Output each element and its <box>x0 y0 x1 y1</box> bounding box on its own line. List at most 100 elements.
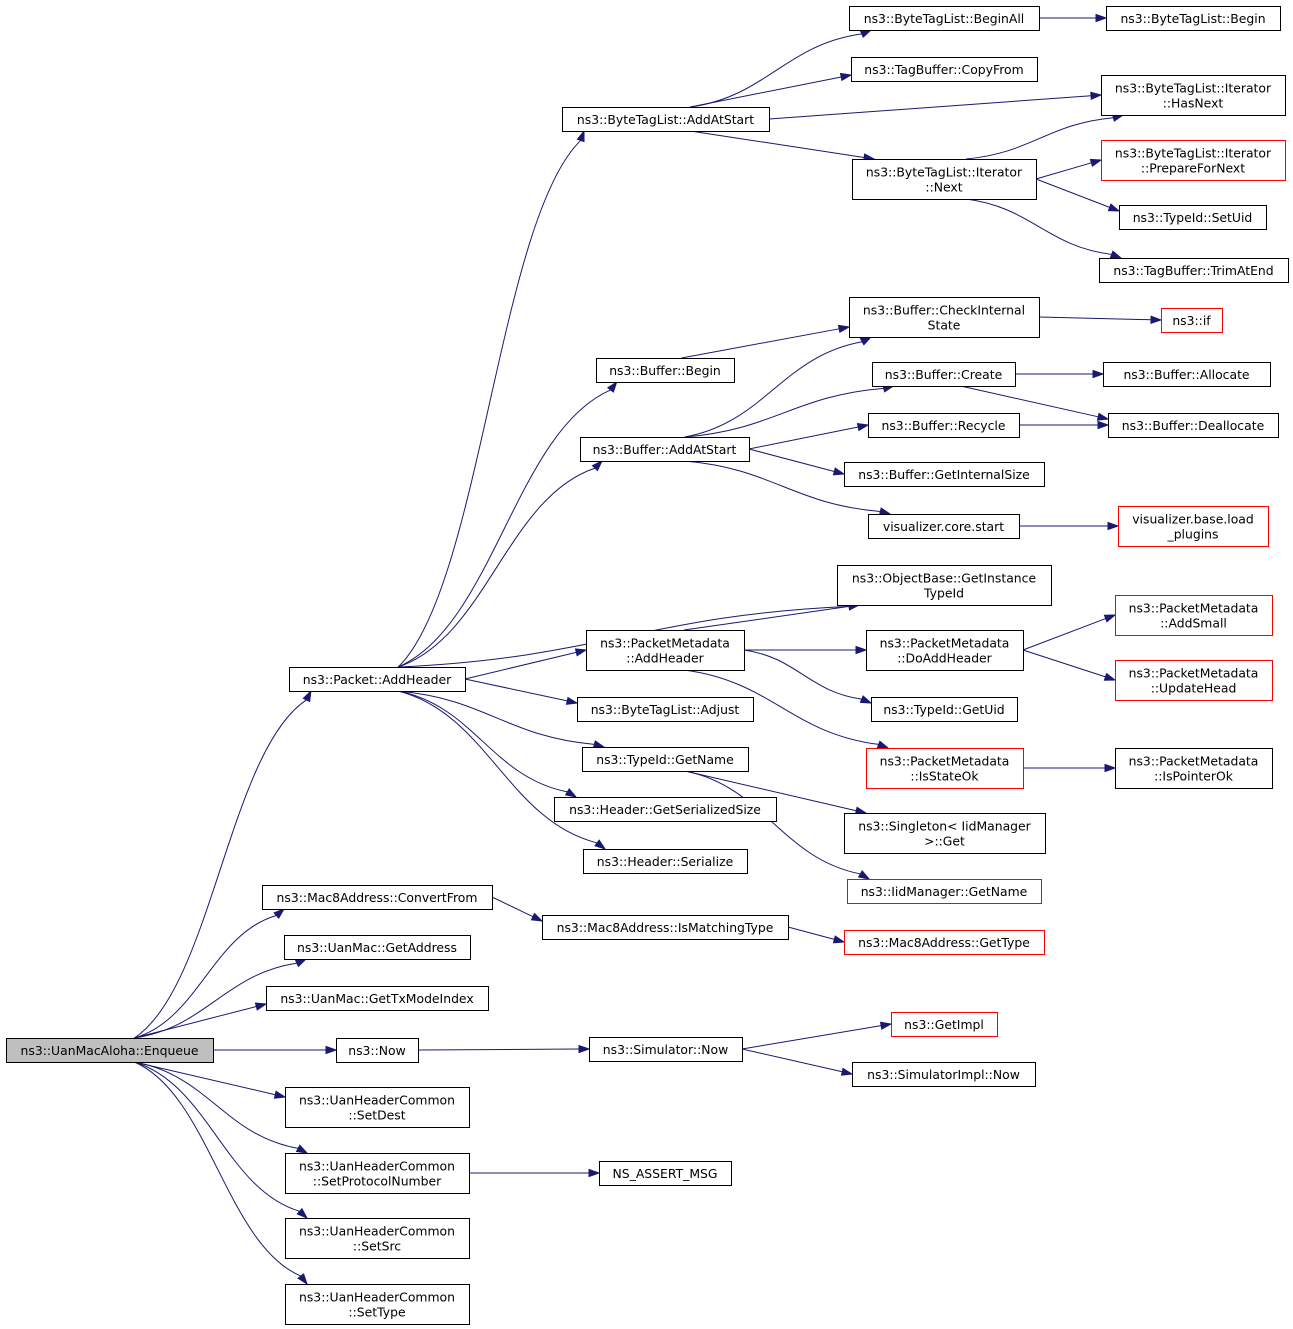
node-label: >::Get <box>924 834 965 849</box>
node-setproto[interactable]: ns3::UanHeaderCommon::SetProtocolNumber <box>285 1153 470 1194</box>
node-box <box>285 1218 470 1259</box>
node-btl-addatstart[interactable]: ns3::ByteTagList::AddAtStart <box>562 107 770 132</box>
arrowhead <box>296 1207 309 1220</box>
node-btl-it-hasnext[interactable]: ns3::ByteTagList::Iterator::HasNext <box>1101 75 1286 116</box>
node-box <box>1099 258 1289 283</box>
node-box <box>866 630 1024 671</box>
arrowhead <box>1092 369 1105 379</box>
node-label: ns3::ByteTagList::Iterator <box>1115 81 1272 96</box>
node-label: ns3::IidManager::GetName <box>861 884 1028 899</box>
node-enqueue[interactable]: ns3::UanMacAloha::Enqueue <box>6 1038 214 1063</box>
node-label: ns3::if <box>1172 313 1211 328</box>
edge-convertfrom-to-mac8-ismatching <box>491 896 534 918</box>
node-label: ns3::UanMac::GetTxModeIndex <box>280 991 473 1006</box>
node-box <box>1115 748 1273 789</box>
node-btl-it-next[interactable]: ns3::ByteTagList::Iterator::Next <box>852 159 1037 200</box>
node-hdr-getsize[interactable]: ns3::Header::GetSerializedSize <box>554 797 777 822</box>
node-label: ns3::Buffer::Allocate <box>1123 367 1249 382</box>
edge-btl-addatstart-to-tb-copyfrom <box>690 76 842 108</box>
node-setsrc[interactable]: ns3::UanHeaderCommon::SetSrc <box>285 1218 470 1259</box>
node-btl-beginall[interactable]: ns3::ByteTagList::BeginAll <box>849 6 1040 31</box>
node-buf-recycle[interactable]: ns3::Buffer::Recycle <box>868 413 1020 438</box>
node-settype[interactable]: ns3::UanHeaderCommon::SetType <box>285 1284 470 1325</box>
edge-pm-addheader-to-pm-isstateok <box>683 669 879 745</box>
node-label: ns3::UanHeaderCommon <box>299 1093 455 1108</box>
node-typeid-setuid[interactable]: ns3::TypeId::SetUid <box>1119 205 1267 230</box>
edge-now-to-sim-now <box>417 1048 580 1051</box>
edge-btl-addatstart-to-btl-it-next <box>690 130 865 158</box>
edge-btl-it-next-to-typeid-setuid <box>1035 178 1110 208</box>
arrowhead <box>856 422 870 432</box>
node-label: visualizer.base.load <box>1132 512 1254 527</box>
node-addheader[interactable]: ns3::Packet::AddHeader <box>289 667 466 692</box>
node-box <box>849 6 1040 31</box>
node-buf-getinternalsize[interactable]: ns3::Buffer::GetInternalSize <box>844 462 1045 487</box>
node-pm-updatehead[interactable]: ns3::PacketMetadata::UpdateHead <box>1115 660 1273 701</box>
arrowhead <box>1104 763 1117 773</box>
node-box <box>580 437 750 462</box>
node-label: ns3::Buffer::Deallocate <box>1122 418 1264 433</box>
edge-addheader-to-btl-adjust <box>464 678 568 702</box>
arrowhead <box>878 507 892 516</box>
node-btl-adjust[interactable]: ns3::ByteTagList::Adjust <box>577 697 754 722</box>
arrowhead <box>879 1021 893 1030</box>
node-assert-msg[interactable]: NS_ASSERT_MSG <box>599 1161 732 1186</box>
node-label: ns3::Buffer::AddAtStart <box>593 442 737 457</box>
node-box <box>586 630 745 671</box>
node-singleton-get[interactable]: ns3::Singleton< IidManager>::Get <box>844 813 1046 854</box>
node-label: visualizer.core.start <box>883 519 1004 534</box>
node-buf-begin[interactable]: ns3::Buffer::Begin <box>596 358 735 383</box>
node-mac8-ismatching[interactable]: ns3::Mac8Address::IsMatchingType <box>542 915 789 940</box>
node-convertfrom[interactable]: ns3::Mac8Address::ConvertFrom <box>262 885 493 910</box>
node-label: ns3::Simulator::Now <box>603 1042 728 1057</box>
edge-btl-it-next-to-btl-it-hasnext <box>966 117 1114 160</box>
node-getaddress[interactable]: ns3::UanMac::GetAddress <box>284 935 471 960</box>
node-label: ns3::Buffer::CheckInternal <box>863 303 1025 318</box>
node-iid-getname[interactable]: ns3::IidManager::GetName <box>847 879 1042 904</box>
arrowhead <box>839 72 853 82</box>
edge-enqueue-to-setsrc <box>134 1061 300 1212</box>
node-box <box>1101 75 1286 116</box>
node-tb-copyfrom[interactable]: ns3::TagBuffer::CopyFrom <box>851 57 1038 82</box>
node-btl-it-preparefornext[interactable]: ns3::ByteTagList::Iterator::PrepareForNe… <box>1101 140 1286 181</box>
node-buf-allocate[interactable]: ns3::Buffer::Allocate <box>1103 362 1271 387</box>
node-buf-addatstart[interactable]: ns3::Buffer::AddAtStart <box>580 437 750 462</box>
node-if[interactable]: ns3::if <box>1161 308 1223 333</box>
arrowhead <box>876 740 890 749</box>
node-btl-begin[interactable]: ns3::ByteTagList::Begin <box>1106 6 1281 31</box>
node-getimpl[interactable]: ns3::GetImpl <box>891 1012 998 1037</box>
node-buf-create[interactable]: ns3::Buffer::Create <box>872 362 1016 387</box>
node-gettxmode[interactable]: ns3::UanMac::GetTxModeIndex <box>266 986 489 1011</box>
node-sim-now[interactable]: ns3::Simulator::Now <box>589 1037 743 1062</box>
arrowhead <box>857 870 871 880</box>
node-label: ns3::PacketMetadata <box>880 636 1010 651</box>
edge-typeid-getname-to-singleton-get <box>684 770 857 812</box>
node-pm-isstateok[interactable]: ns3::PacketMetadata::IsStateOk <box>866 748 1024 789</box>
node-buf-deallocate[interactable]: ns3::Buffer::Deallocate <box>1108 413 1279 438</box>
node-setdest[interactable]: ns3::UanHeaderCommon::SetDest <box>285 1087 470 1128</box>
arrowhead <box>325 1045 338 1055</box>
node-typeid-getuid[interactable]: ns3::TypeId::GetUid <box>871 697 1018 722</box>
node-pm-ispointerok[interactable]: ns3::PacketMetadata::IsPointerOk <box>1115 748 1273 789</box>
node-tb-trimatend[interactable]: ns3::TagBuffer::TrimAtEnd <box>1099 258 1289 283</box>
edge-mac8-ismatching-to-mac8-gettype <box>787 926 835 940</box>
node-pm-doaddheader[interactable]: ns3::PacketMetadata::DoAddHeader <box>866 630 1024 671</box>
node-label: ns3::GetImpl <box>904 1017 984 1032</box>
node-pm-addheader[interactable]: ns3::PacketMetadata::AddHeader <box>586 630 745 671</box>
node-label: ns3::PacketMetadata <box>1129 601 1259 616</box>
node-box <box>872 362 1016 387</box>
node-viz-start[interactable]: visualizer.core.start <box>868 514 1020 539</box>
node-simimpl-now[interactable]: ns3::SimulatorImpl::Now <box>852 1062 1036 1087</box>
node-pm-addsmall[interactable]: ns3::PacketMetadata::AddSmall <box>1115 595 1273 636</box>
node-now[interactable]: ns3::Now <box>336 1038 419 1063</box>
node-label: ns3::Mac8Address::IsMatchingType <box>557 920 774 935</box>
arrowhead <box>832 935 846 944</box>
node-typeid-getname[interactable]: ns3::TypeId::GetName <box>582 747 749 772</box>
node-viz-loadplugins[interactable]: visualizer.base.load_plugins <box>1118 506 1269 547</box>
node-mac8-gettype[interactable]: ns3::Mac8Address::GetType <box>844 930 1045 955</box>
node-hdr-serialize[interactable]: ns3::Header::Serialize <box>583 849 748 874</box>
edge-addheader-to-buf-begin <box>397 389 611 668</box>
edge-addheader-to-pm-addheader <box>464 651 577 680</box>
